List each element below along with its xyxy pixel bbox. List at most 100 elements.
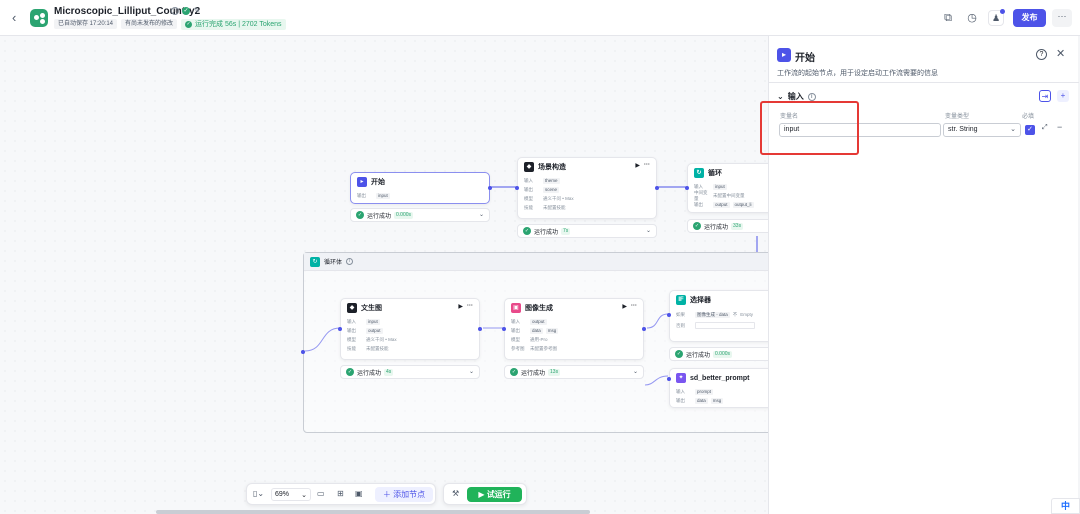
selector-status[interactable]: ✓ 运行成功 0.000s [669,347,768,361]
duration-badge: 7s [561,227,571,235]
variable-name-input[interactable]: input [779,123,941,137]
add-node-label: 添加节点 [393,490,426,499]
status-text: 运行成功 [704,224,729,231]
edge-selector-sdprompt [644,375,669,386]
check-icon: ✓ [185,21,193,28]
output-port[interactable] [642,327,646,331]
image-generation-status[interactable]: ✓ 运行成功 13s ⌄ [504,365,644,379]
text-to-image-status[interactable]: ✓ 运行成功 4s ⌄ [340,365,480,379]
edge-body-t2i [304,327,341,352]
info-icon[interactable]: i [346,258,354,265]
run-status-text: 运行完成 56s | 2702 Tokens [195,21,282,28]
input-port[interactable] [667,377,671,381]
input-port[interactable] [502,327,506,331]
more-icon[interactable]: ··· [631,303,637,309]
input-port[interactable] [685,186,689,190]
info-icon[interactable]: i [807,92,816,101]
comment-icon[interactable]: ▭ [317,489,325,498]
field-value: 未配置中间变量 [713,192,745,198]
back-icon[interactable]: ‹ [12,10,17,25]
input-port[interactable] [338,327,342,331]
test-run-button[interactable]: ▶ 试运行 [467,487,522,502]
variable-type-select[interactable]: str. String⌄ [943,123,1021,137]
output-port[interactable] [655,186,659,190]
canvas-toolbar: ▯⌄ 69%⌄ ▭ ⊞ ▣ ＋ 添加节点 [246,483,436,505]
add-node-button[interactable]: ＋ 添加节点 [375,487,433,502]
field-value: scene [543,186,560,193]
wrench-icon[interactable]: ⚒ [452,489,460,498]
output-port[interactable] [488,186,492,190]
field-value: input [713,183,727,190]
chevron-down-icon: ⌄ [777,92,784,101]
import-icon[interactable]: ⇥ [1039,90,1051,102]
chevron-down-icon[interactable]: ⌄ [478,212,484,218]
info-icon[interactable]: i [171,7,179,15]
status-text: 运行成功 [367,213,392,220]
history-icon[interactable]: ◷ [967,12,977,24]
close-icon[interactable]: ✕ [1056,48,1066,60]
expand-icon[interactable]: ⤢ [1042,124,1048,131]
chevron-down-icon[interactable]: ⌄ [468,369,474,375]
remove-icon[interactable]: − [1057,122,1063,132]
node-title: 场景构造 [538,164,566,171]
output-port[interactable] [478,327,482,331]
language-badge[interactable]: 中 [1051,498,1080,514]
node-title: 图像生成 [525,305,553,312]
copy-icon[interactable]: ⧉ [944,12,952,24]
input-port[interactable] [301,350,305,354]
publish-button[interactable]: 发布 [1013,9,1046,27]
input-port[interactable] [667,313,671,317]
run-node-icon[interactable]: ▶ [622,304,627,310]
start-status[interactable]: ✓ 运行成功 0.000s ⌄ [350,208,490,222]
model-value: 通义千问 • Max [543,195,574,201]
workflow-title[interactable]: Microscopic_Lilliput_Country2 [54,6,201,17]
loop-status[interactable]: ✓ 运行成功 33s [687,219,768,233]
zoom-select[interactable]: 69%⌄ [271,488,311,501]
field-value: prompt [695,388,714,395]
pointer-icon[interactable]: ▯⌄ [253,489,265,498]
scene-status[interactable]: ✓ 运行成功 7s ⌄ [517,224,657,238]
run-node-icon[interactable]: ▶ [458,304,463,310]
grid-icon[interactable]: ⊞ [337,489,344,498]
help-icon[interactable]: ? [1036,49,1047,60]
status-text: 运行成功 [357,370,382,377]
edit-icon[interactable]: ✎ [193,6,201,15]
more-button[interactable]: ··· [1052,9,1072,27]
duration-badge: 0.000s [394,211,414,219]
horizontal-scrollbar[interactable] [156,510,590,514]
chevron-down-icon[interactable]: ⌄ [632,369,638,375]
required-checkbox[interactable]: ✓ [1025,125,1035,135]
image-icon: ▣ [511,303,521,313]
minimap-icon[interactable]: ▣ [355,489,363,498]
col-header-required: 必填 [1022,114,1035,120]
input-port[interactable] [515,186,519,190]
node-title: 选择器 [690,297,711,304]
play-icon: ▶ [478,490,487,499]
success-icon: ✓ [346,368,354,376]
success-icon: ✓ [675,350,683,358]
loop-icon: ↻ [694,168,704,178]
add-variable-button[interactable]: + [1057,90,1069,102]
run-status-badge[interactable]: ✓ 运行完成 56s | 2702 Tokens [181,19,286,30]
status-text: 运行成功 [686,352,711,359]
field-label: 模型 [347,336,356,342]
run-node-icon[interactable]: ▶ [635,163,640,169]
more-icon[interactable]: ··· [644,162,650,168]
collaborator-icon[interactable]: ♟ [988,9,1005,26]
more-icon[interactable]: ··· [467,303,473,309]
field-value: output [530,318,547,325]
chevron-down-icon[interactable]: ⌄ [645,228,651,234]
field-label: 输出 [357,192,366,198]
node-title: 循环 [708,170,722,177]
variable-type-value: str. String [948,126,978,133]
